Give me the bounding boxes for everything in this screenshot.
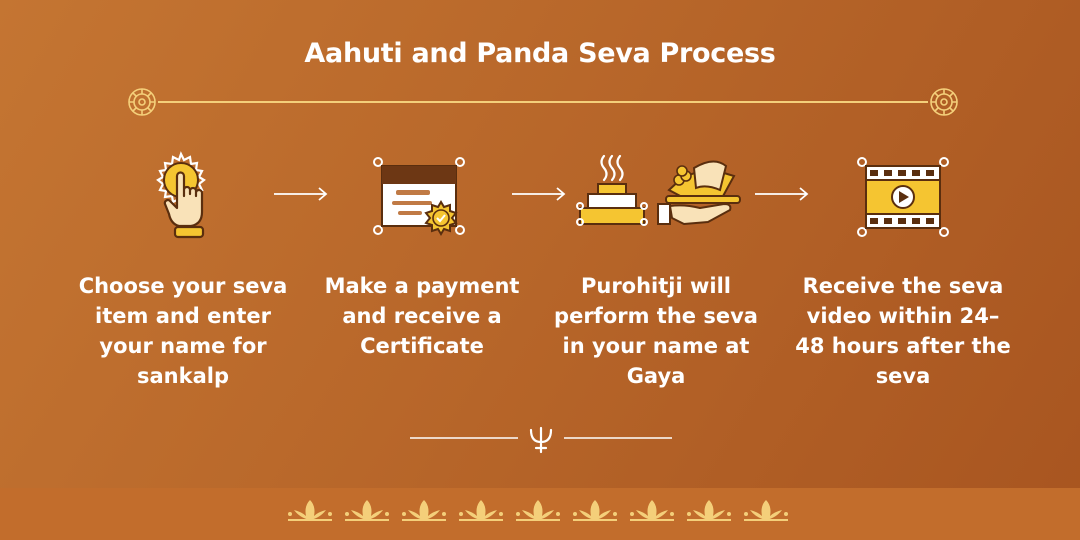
- step-1-text: Choose your seva item and enter your nam…: [78, 274, 288, 388]
- offering-icon: [576, 154, 741, 226]
- hand-pointer-icon: [156, 151, 206, 239]
- title-divider: [158, 101, 928, 103]
- arrow-right-icon: [512, 187, 566, 201]
- trishul-divider-icon: [410, 426, 672, 454]
- step-4-text: Receive the seva video within 24–48 hour…: [795, 274, 1011, 388]
- certificate-icon: [373, 157, 465, 236]
- arrow-right-icon: [755, 187, 809, 201]
- rosette-left-icon: [128, 88, 156, 116]
- lotus-border-icon: [287, 499, 789, 521]
- arrow-right-icon: [274, 187, 328, 201]
- page-title: Aahuti and Panda Seva Process: [304, 38, 776, 69]
- step-3-text: Purohitji will perform the seva in your …: [554, 274, 758, 388]
- video-icon: [857, 157, 949, 237]
- rosette-right-icon: [930, 88, 958, 116]
- step-2-text: Make a payment and receive a Certificate: [324, 274, 520, 358]
